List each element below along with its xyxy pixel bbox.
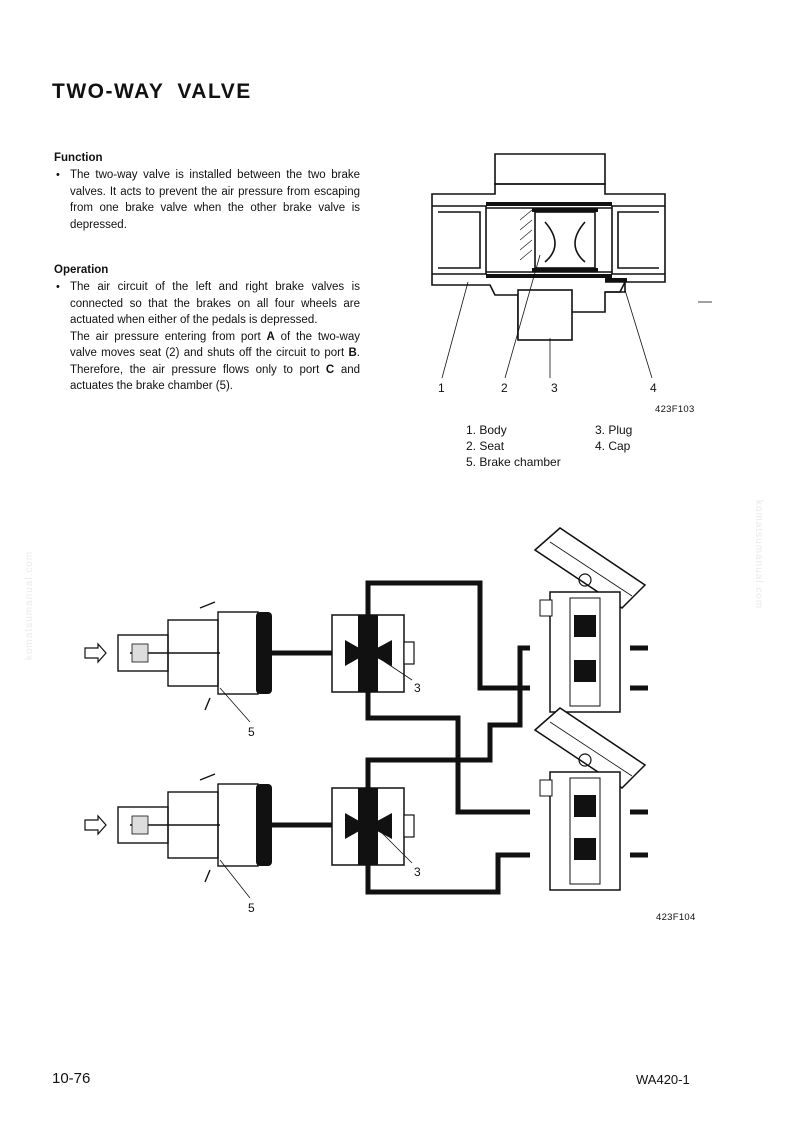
port-a-label: A	[266, 330, 275, 343]
page-title: TWO-WAY VALVE	[52, 80, 252, 103]
legend-item-4: 4. Cap	[595, 439, 631, 453]
legend-item-1: 1. Body	[466, 423, 507, 437]
figure1-code: 423F103	[655, 404, 695, 415]
legend-item-5: 5. Brake chamber	[466, 455, 561, 469]
function-heading: Function	[54, 152, 103, 164]
callout-3: 3	[551, 381, 558, 395]
port-b-label: B	[348, 347, 357, 359]
function-text: • The two-way valve is installed between…	[56, 167, 360, 233]
port-c-label: C	[325, 363, 335, 376]
operation-paragraph-1: The air circuit of the left and right br…	[70, 281, 360, 326]
two-way-valve-upper	[331, 614, 415, 693]
two-way-valve-lower	[331, 787, 415, 866]
model-code: WA420-1	[636, 1072, 690, 1087]
bullet-icon: •	[56, 169, 60, 181]
arrow-left-icon	[84, 642, 107, 664]
valve-cross-section-figure: 1 2 3 4	[431, 153, 712, 395]
operation-text: • The air circuit of the left and right …	[56, 279, 361, 395]
operation-heading: Operation	[54, 264, 109, 276]
function-paragraph: The two-way valve is installed between t…	[70, 169, 360, 231]
callout-3-upper: 3	[414, 681, 421, 695]
callout-5-upper: 5	[248, 725, 255, 739]
watermark-left: komatsumanual.com	[24, 550, 35, 660]
callout-4: 4	[650, 381, 657, 395]
brake-chamber-lower	[84, 773, 272, 883]
callout-5-lower: 5	[248, 901, 255, 915]
arrow-left-icon	[84, 814, 107, 836]
callout-1: 1	[438, 381, 445, 395]
figure2-code: 423F104	[656, 912, 696, 923]
brake-chamber-upper	[84, 601, 272, 711]
bullet-icon: •	[56, 281, 60, 293]
legend-item-3: 3. Plug	[595, 423, 633, 437]
brake-valve-lower	[533, 707, 647, 891]
brake-circuit-diagram: 3 5 3 5	[84, 527, 648, 915]
brake-valve-upper	[533, 527, 647, 713]
callout-2: 2	[501, 381, 508, 395]
callout-3-lower: 3	[414, 865, 421, 879]
legend-item-2: 2. Seat	[466, 439, 505, 453]
page-number: 10-76	[52, 1070, 91, 1087]
operation-paragraph-2: The air pressure entering from port A of…	[70, 330, 361, 393]
watermark-right: komatsumanual.com	[753, 500, 764, 610]
